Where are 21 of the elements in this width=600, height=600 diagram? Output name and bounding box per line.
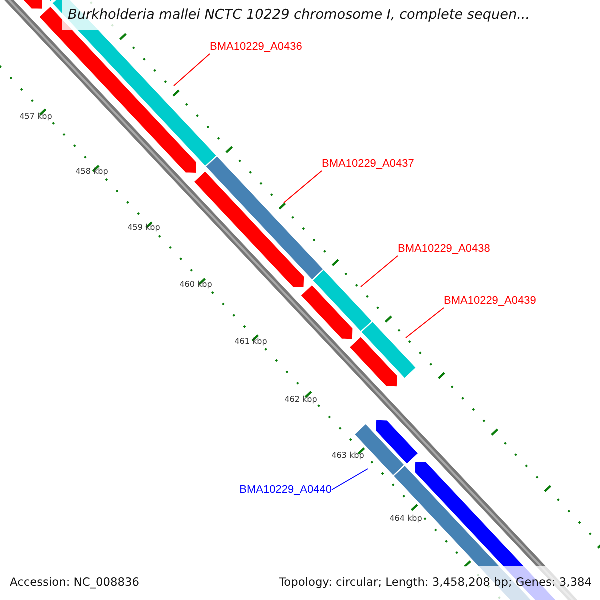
tick-label: 459 kbp [128,223,160,233]
leader-line [406,308,444,338]
tick-label: 457 kbp [20,112,52,122]
tick-label: 462 kbp [284,395,318,405]
tick-label: 458 kbp [76,167,108,177]
leader-line [332,468,368,490]
accession-text: Accession: NC_008836 [10,575,140,589]
gene-label: BMA10229_A0439 [444,295,536,308]
tick-label: 461 kbp [234,337,268,347]
genome-info-text: Topology: circular; Length: 3,458,208 bp; Genes: 3,384 [279,575,592,589]
gene-label: BMA10229_A0437 [322,158,414,171]
leader-line [360,256,398,288]
map-title: Burkholderia mallei NCTC 10229 chromosome I, complete sequen... [68,7,530,23]
gene-label: BMA10229_A0438 [398,243,490,256]
tick-label: 464 kbp [390,514,422,524]
tick-label: 460 kbp [180,280,212,290]
leader-line [284,170,322,204]
leader-line [174,54,210,86]
tick-label: 463 kbp [332,451,364,461]
gene-label: BMA10229_A0436 [210,41,302,54]
gene-label: BMA10229_A0440 [240,484,332,497]
